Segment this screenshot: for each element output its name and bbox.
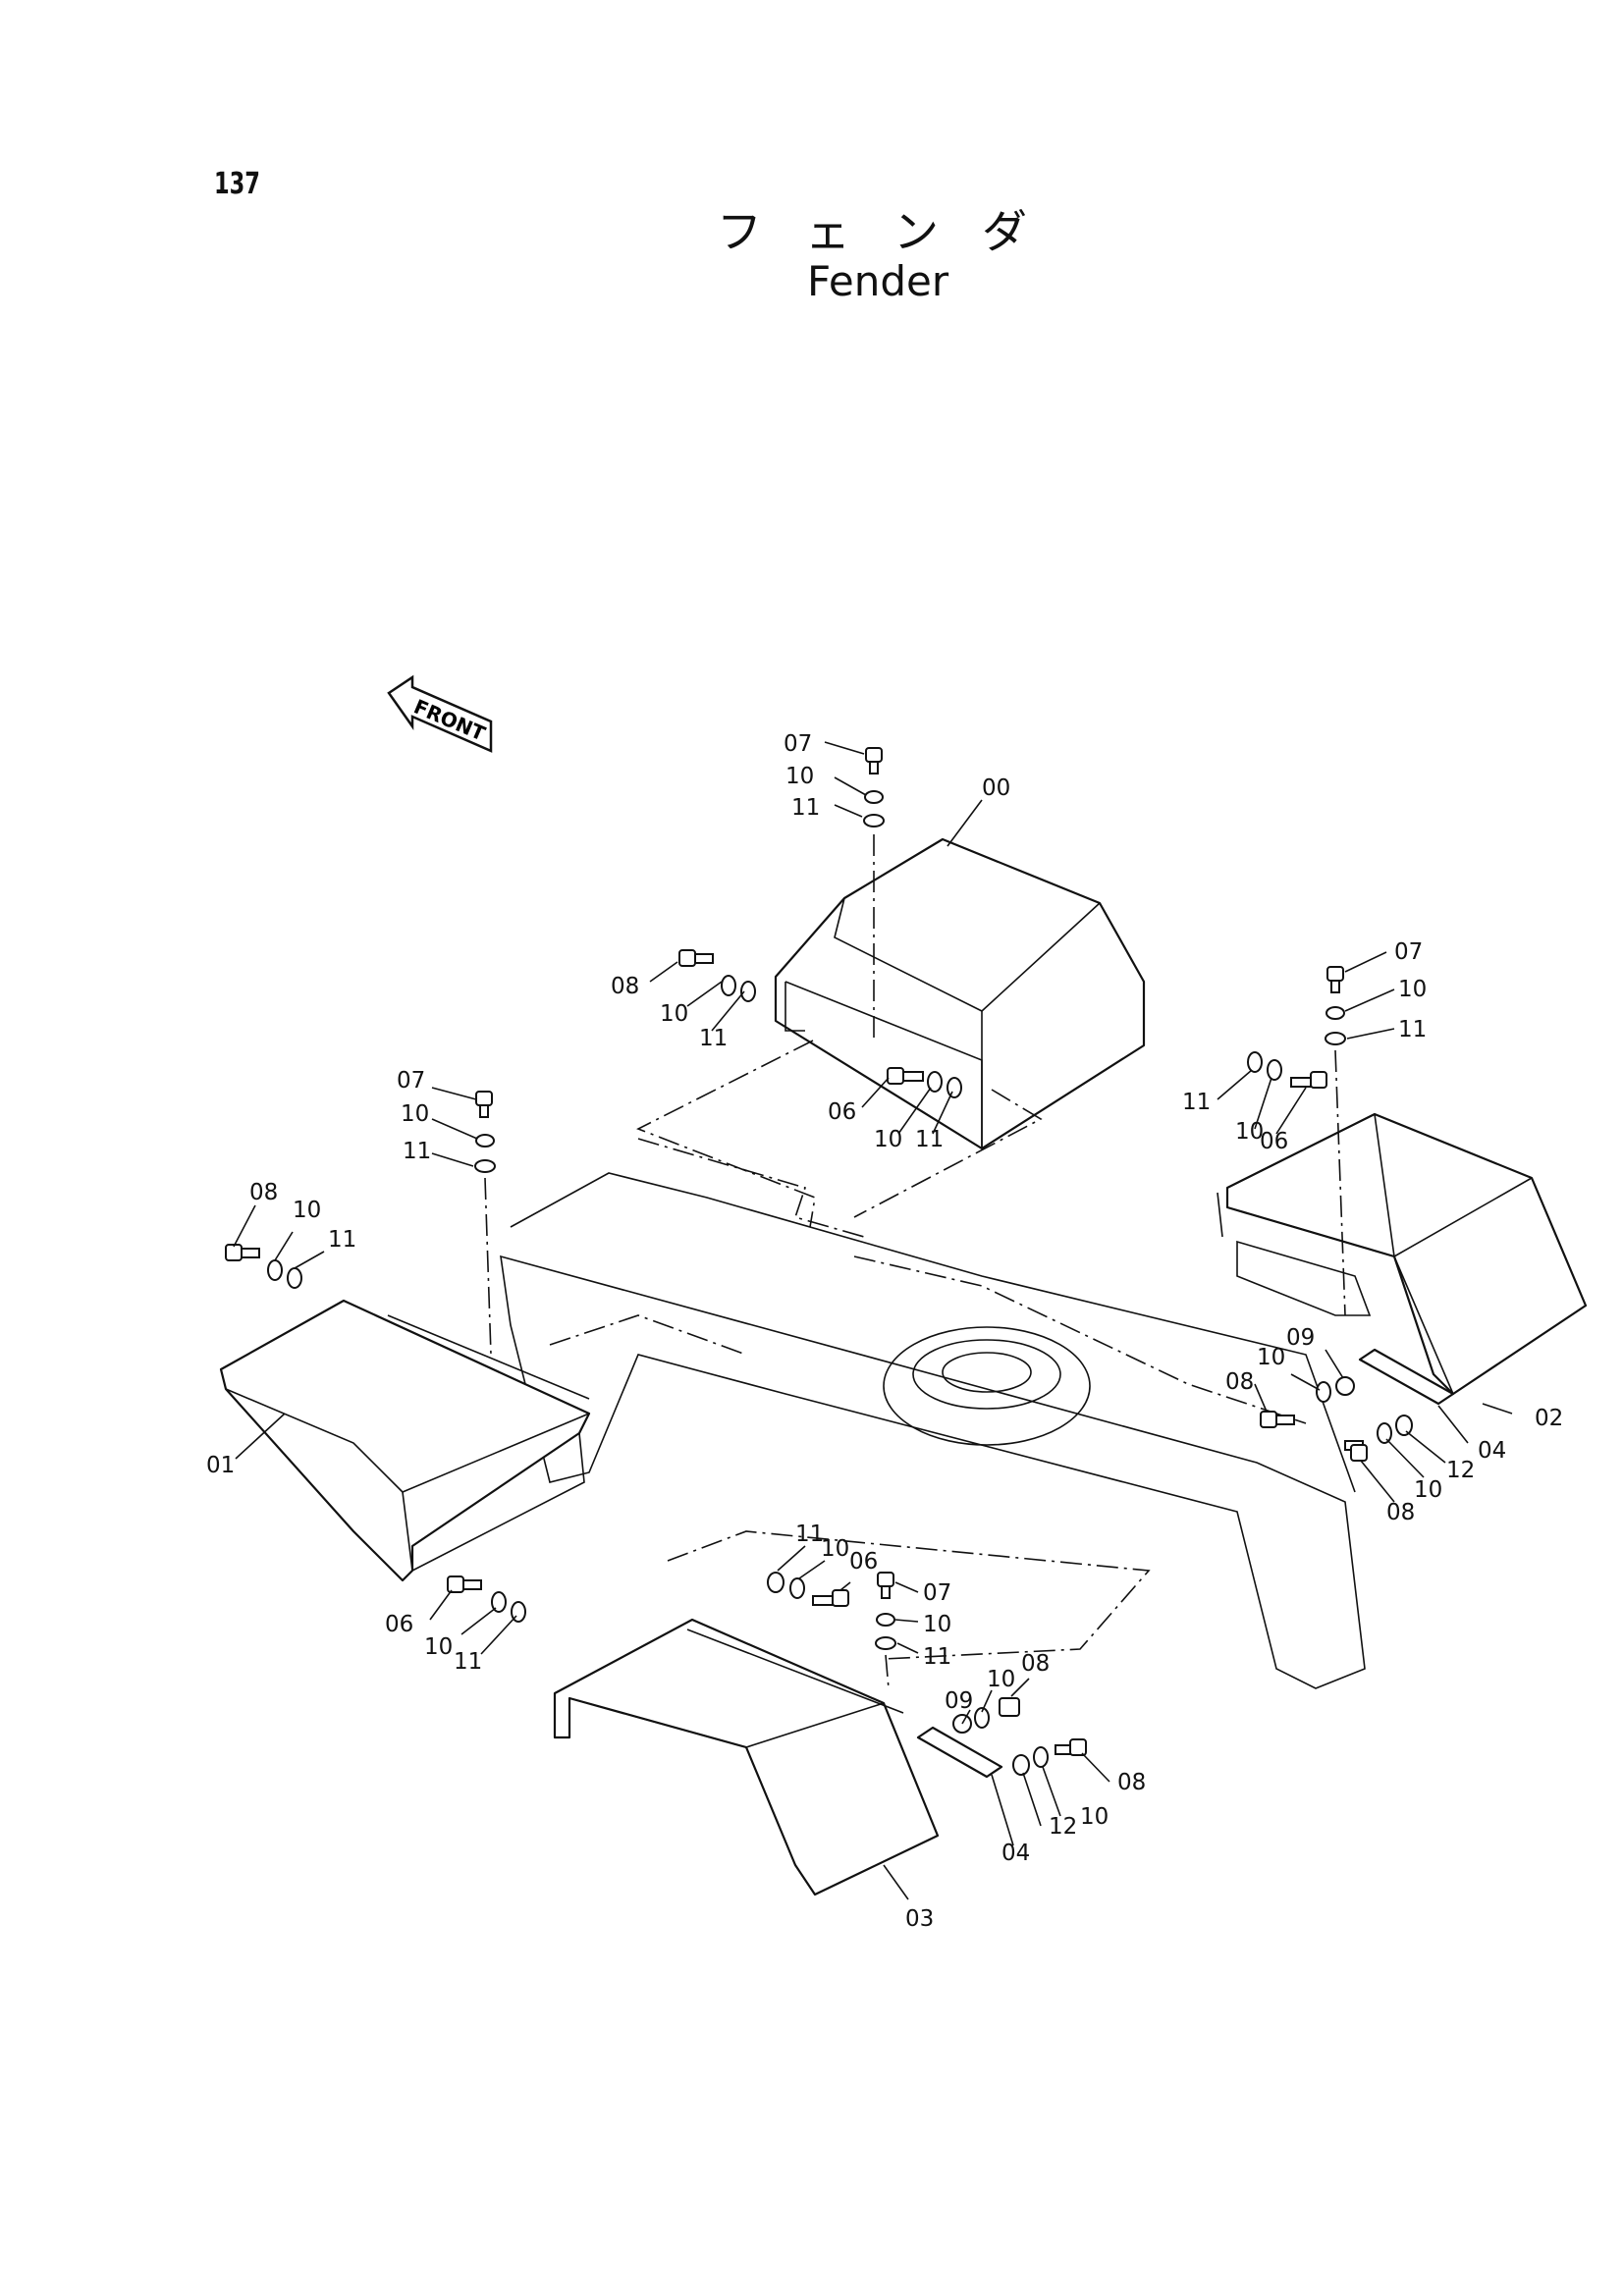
label-11-l2: 11 xyxy=(328,1227,356,1253)
label-12-r: 12 xyxy=(1446,1458,1475,1483)
label-08-r: 08 xyxy=(1225,1369,1254,1395)
label-04-m: 04 xyxy=(1001,1841,1030,1866)
label-04-r: 04 xyxy=(1478,1438,1506,1464)
label-11-m: 11 xyxy=(795,1522,824,1547)
label-12-m: 12 xyxy=(1049,1814,1077,1840)
label-10-r4: 10 xyxy=(1414,1477,1442,1503)
part-03-front-fender xyxy=(553,1618,940,1896)
page-number: 137 xyxy=(214,167,260,201)
label-07-l: 07 xyxy=(397,1068,425,1094)
part-01-left-fender xyxy=(219,1299,591,1582)
label-11-r: 11 xyxy=(1398,1017,1427,1042)
label-07-top: 07 xyxy=(784,731,812,757)
label-01: 01 xyxy=(206,1453,235,1478)
chassis-frame xyxy=(500,1138,1366,1689)
label-10-m4: 10 xyxy=(1080,1804,1109,1830)
label-02: 02 xyxy=(1535,1406,1563,1431)
label-06-m: 06 xyxy=(849,1549,878,1575)
label-06-l: 06 xyxy=(385,1612,413,1637)
label-10-m: 10 xyxy=(821,1536,849,1562)
label-11-l3: 11 xyxy=(454,1649,482,1675)
label-11-a: 11 xyxy=(699,1026,728,1051)
label-10-b: 10 xyxy=(874,1127,902,1152)
label-10-l: 10 xyxy=(401,1101,429,1127)
title-english: Fender xyxy=(807,257,949,305)
front-arrow-icon: FRONT xyxy=(387,674,493,753)
label-07-r: 07 xyxy=(1394,939,1423,965)
label-06-a: 06 xyxy=(828,1099,856,1125)
leader-lines xyxy=(233,741,1513,1900)
label-08-r2: 08 xyxy=(1386,1500,1415,1525)
label-08-l: 08 xyxy=(249,1180,278,1205)
part-labels: 07 10 11 00 08 10 11 06 10 11 07 10 11 1… xyxy=(206,731,1563,1932)
label-10-r: 10 xyxy=(1398,977,1427,1002)
label-10-l2: 10 xyxy=(293,1198,321,1223)
part-04-plates xyxy=(916,1348,1455,1779)
label-10-r3: 10 xyxy=(1257,1345,1285,1370)
hardware-fasteners xyxy=(225,747,1413,1776)
label-08-m2: 08 xyxy=(1117,1770,1146,1795)
label-11-r2: 11 xyxy=(1182,1090,1211,1115)
label-03: 03 xyxy=(905,1906,934,1932)
label-10-a: 10 xyxy=(660,1001,688,1027)
part-00-top-cover xyxy=(636,837,1146,1228)
label-11-top: 11 xyxy=(791,795,820,821)
label-10-l3: 10 xyxy=(424,1634,453,1660)
label-10-m3: 10 xyxy=(987,1667,1015,1692)
label-10-m2: 10 xyxy=(923,1612,951,1637)
label-00: 00 xyxy=(982,775,1010,801)
title-japanese: フェンダ xyxy=(717,205,1070,258)
label-09-m: 09 xyxy=(945,1688,973,1714)
label-11-l: 11 xyxy=(403,1139,431,1164)
label-10-top: 10 xyxy=(785,764,814,789)
label-11-b: 11 xyxy=(915,1127,944,1152)
label-06-r: 06 xyxy=(1260,1129,1288,1154)
label-08-a: 08 xyxy=(611,974,639,999)
label-07-m: 07 xyxy=(923,1580,951,1606)
label-10-r2: 10 xyxy=(1235,1119,1264,1145)
label-11-m2: 11 xyxy=(923,1644,951,1670)
label-08-m: 08 xyxy=(1021,1651,1050,1677)
label-09-r: 09 xyxy=(1286,1325,1315,1351)
